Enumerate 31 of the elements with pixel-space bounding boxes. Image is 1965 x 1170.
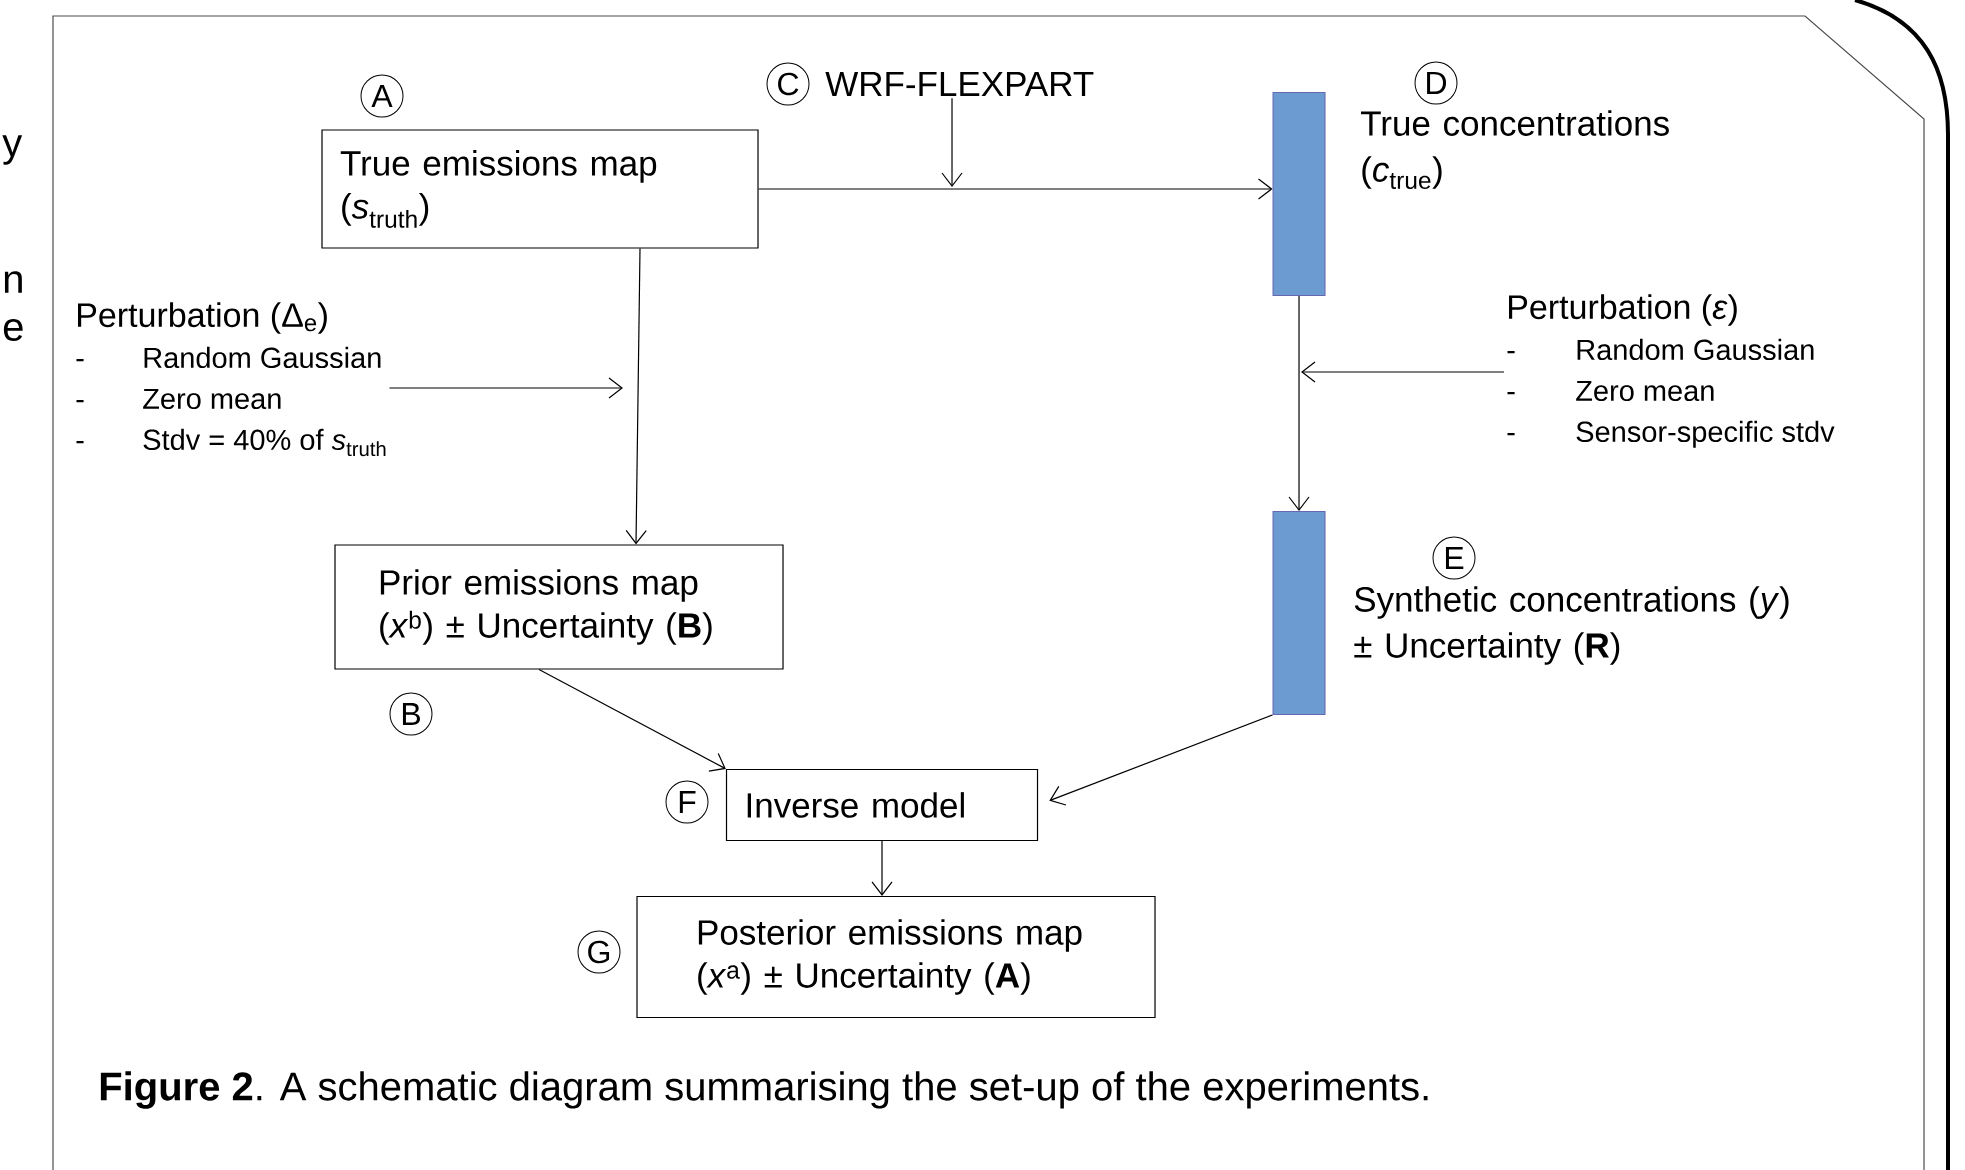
circled-letter: F xyxy=(665,780,709,824)
arrow xyxy=(871,840,893,896)
cut-off-text: n xyxy=(4,271,22,293)
perturbation-text: Perturbation (ε) - Random Gaussian - Zero mean - Sensor-specific stdv xyxy=(1507,294,1835,448)
circled-letter: E xyxy=(1432,536,1476,580)
cut-off-text: y xyxy=(2,135,23,165)
process-box: True emissions map (s$_{truth}$) xyxy=(321,129,759,249)
arrow xyxy=(1301,361,1505,383)
arrow xyxy=(758,178,1273,200)
circled-letter: A xyxy=(360,74,404,118)
arrow xyxy=(941,97,963,187)
perturbation-text: Perturbation (Δ$_{e}$) - Random Gaussian - Zero mean - Stdv = 40% of s$_{truth}$ xyxy=(76,302,386,457)
circled-letter: C xyxy=(766,62,810,106)
process-box: Posterior emissions map (x$^{a}$) ± Uncertainty (A) xyxy=(636,895,1156,1019)
cut-off-text: e xyxy=(3,319,23,341)
arrow xyxy=(538,669,726,772)
arrow xyxy=(625,248,647,545)
data-bar xyxy=(1272,92,1326,296)
process-box: Prior emissions map (x$^{b}$) ± Uncertainty (B) xyxy=(334,544,784,670)
data-bar xyxy=(1272,511,1326,715)
process-box: Inverse model xyxy=(725,768,1039,842)
bar-caption: True concentrations (c$_{true}$) xyxy=(1361,110,1669,190)
model-label: WRF-FLEXPART xyxy=(825,71,1094,97)
circled-letter: B xyxy=(389,692,433,736)
arrow xyxy=(1288,295,1310,511)
figure-caption: Figure 2. A schematic diagram summarising the set-up of the experiments. xyxy=(100,1071,1428,1109)
circled-letter: D xyxy=(1414,61,1458,105)
arrow xyxy=(388,377,623,399)
bar-caption: Synthetic concentrations (y) ± Uncertainty (R) xyxy=(1354,586,1789,665)
arrow xyxy=(1049,714,1274,806)
circled-letter: G xyxy=(577,930,621,974)
